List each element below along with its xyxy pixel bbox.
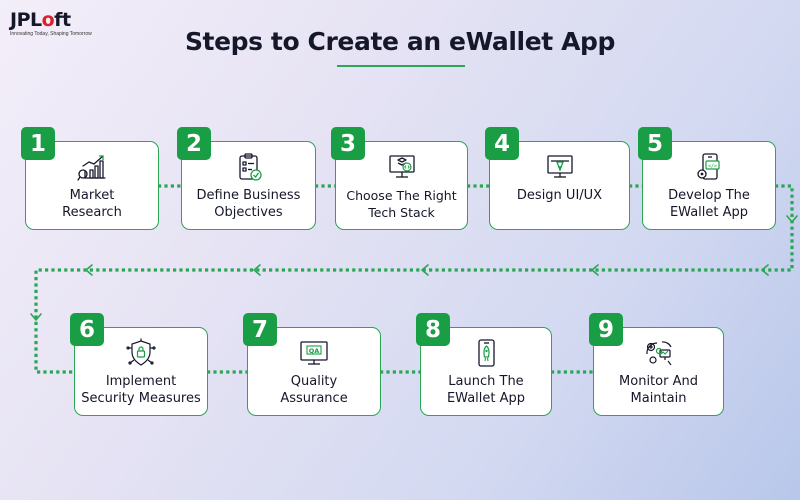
phone-rocket-icon [478,339,495,367]
svg-text:</>: </> [708,163,717,169]
step-label: Define Business Objectives [196,188,301,220]
step-label: Market Research [62,188,122,220]
step-label: Launch The EWallet App [446,374,526,406]
monitor-layers-code-icon [388,155,415,178]
step-label: Develop The EWallet App [668,188,750,220]
step-card-3: 3 Choose The Right Tech Stack [331,127,468,230]
step-number: 5 [638,127,672,160]
step-card-7: 7 QA Quality Assurance [243,313,381,416]
arrow-left-icon [761,264,769,276]
step-label: Choose The Right Tech Stack [346,188,457,220]
connector-5-6 [34,184,794,374]
step-number: 1 [21,127,55,160]
logo-wordmark: JPLoft [10,9,71,31]
arrow-down-icon [786,215,798,223]
market-research-chart-icon [77,155,106,181]
step-number: 9 [589,313,623,346]
step-number: 3 [331,127,365,160]
step-card-9: 9 Monitor And Maintain [589,313,724,416]
title-underline [337,65,465,67]
step-card-8: 8 Launch The EWallet App [416,313,552,416]
arrow-left-icon [253,264,261,276]
step-label: Design UI/UX [516,188,603,203]
step-number: 4 [485,127,519,160]
step-label: Quality Assurance [280,374,348,406]
monitor-gears-icon [645,341,672,366]
arrow-left-icon [591,264,599,276]
phone-code-gear-icon: </> [697,153,720,180]
logo-tagline: Innovating Today, Shaping Tomorrow [10,31,92,37]
step-card-1: 1 Market Research [21,127,159,230]
brand-logo: JPLoft Innovating Today, Shaping Tomorro… [10,10,92,37]
arrow-left-icon [421,264,429,276]
clipboard-checklist-icon [238,153,262,181]
step-card-5: 5 </> Develop The EWallet App [638,127,776,230]
step-card-2: 2 Define Business Objectives [177,127,316,230]
svg-text:QA: QA [309,347,320,355]
step-number: 8 [416,313,450,346]
step-label: Monitor And Maintain [619,374,698,406]
shield-lock-network-icon [126,338,156,366]
step-label: Implement Security Measures [81,374,201,406]
arrow-left-icon [85,264,93,276]
qa-monitor-icon: QA [300,341,328,365]
step-card-6: 6 Implement Security Measures [70,313,208,416]
arrow-down-icon [30,313,42,321]
page-title: Steps to Create an eWallet App [184,27,616,56]
step-number: 7 [243,313,277,346]
design-monitor-pen-icon [546,155,573,178]
step-number: 2 [177,127,211,160]
step-number: 6 [70,313,104,346]
step-card-4: 4 Design UI/UX [485,127,630,230]
